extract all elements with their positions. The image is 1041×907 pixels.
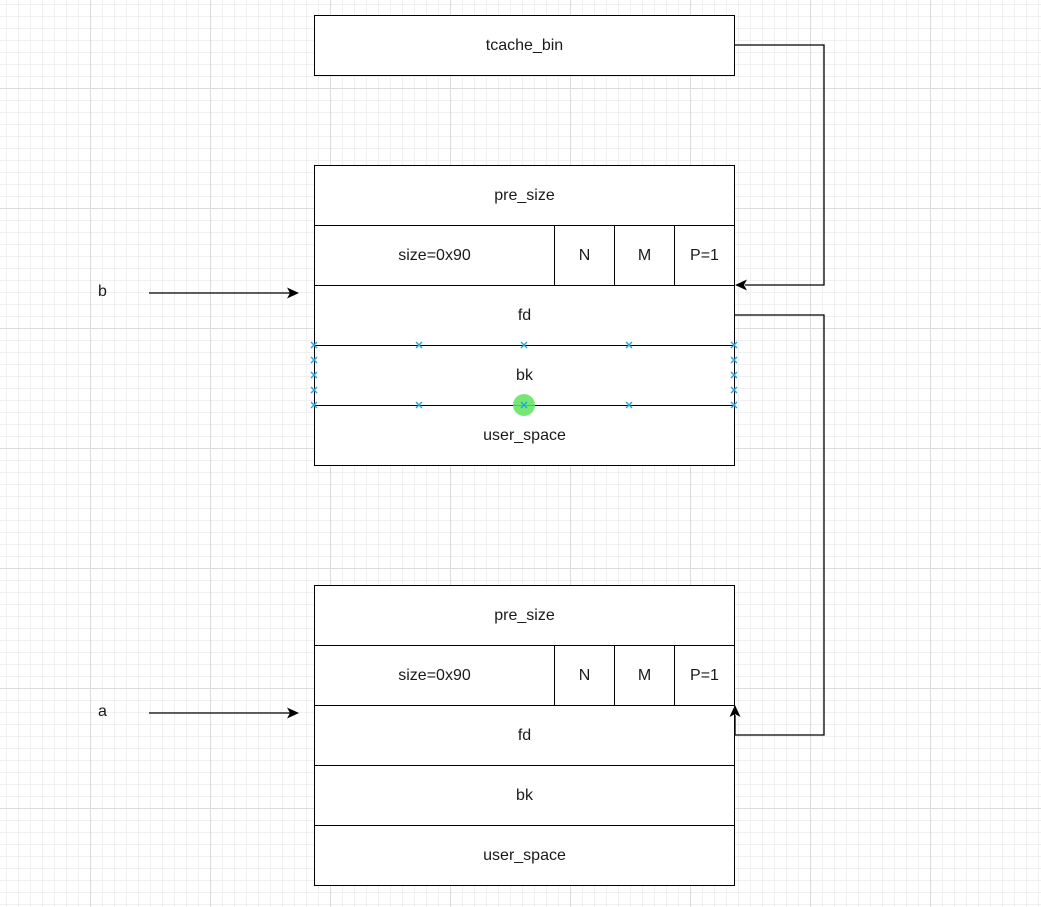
b-fd-to-a-connector[interactable]: [729, 314, 825, 736]
chunk-b-flag-m[interactable]: M: [614, 225, 675, 286]
chunk-a-bk-label: bk: [516, 786, 533, 804]
chunk-a-flag-n[interactable]: N: [554, 645, 615, 706]
chunk-a-flag-p[interactable]: P=1: [674, 645, 735, 706]
chunk-a-user-space[interactable]: user_space: [314, 825, 735, 886]
chunk-a-size[interactable]: size=0x90: [314, 645, 555, 706]
chunk-b-pre-size[interactable]: pre_size: [314, 165, 735, 226]
pointer-b-arrow[interactable]: [149, 287, 299, 299]
chunk-b-flag-p-label: P=1: [690, 246, 719, 264]
tcache-to-b-connector[interactable]: [735, 44, 825, 291]
chunk-a-flag-n-label: N: [578, 666, 591, 684]
tcache-bin-label: tcache_bin: [485, 36, 564, 54]
chunk-a-flag-p-label: P=1: [690, 666, 719, 684]
chunk-b-user-space[interactable]: user_space: [314, 405, 735, 466]
chunk-b-bk-label: bk: [516, 366, 533, 384]
pointer-b-label: b: [98, 283, 107, 300]
chunk-a-pre-size[interactable]: pre_size: [314, 585, 735, 646]
chunk-b-flag-n[interactable]: N: [554, 225, 615, 286]
chunk-a-fd-label: fd: [517, 726, 532, 744]
pointer-a-arrow[interactable]: [149, 707, 299, 719]
pointer-a-label: a: [98, 703, 107, 720]
chunk-b-flag-p[interactable]: P=1: [674, 225, 735, 286]
chunk-b-flag-m-label: M: [637, 246, 652, 264]
chunk-b-size-label: size=0x90: [398, 246, 471, 264]
chunk-b-size[interactable]: size=0x90: [314, 225, 555, 286]
chunk-a-fd[interactable]: fd: [314, 705, 735, 766]
chunk-b-user-space-label: user_space: [483, 426, 566, 444]
chunk-b-fd-label: fd: [517, 306, 532, 324]
tcache-bin-box[interactable]: tcache_bin: [314, 15, 735, 76]
chunk-a-flag-m-label: M: [637, 666, 652, 684]
chunk-b-flag-n-label: N: [578, 246, 591, 264]
chunk-b-fd[interactable]: fd: [314, 285, 735, 346]
chunk-b-bk[interactable]: bk: [314, 345, 735, 406]
chunk-a-bk[interactable]: bk: [314, 765, 735, 826]
chunk-a-flag-m[interactable]: M: [614, 645, 675, 706]
chunk-a-size-label: size=0x90: [398, 666, 471, 684]
chunk-b-pre-size-label: pre_size: [494, 186, 555, 204]
chunk-a-user-space-label: user_space: [483, 846, 566, 864]
chunk-a-pre-size-label: pre_size: [494, 606, 555, 624]
